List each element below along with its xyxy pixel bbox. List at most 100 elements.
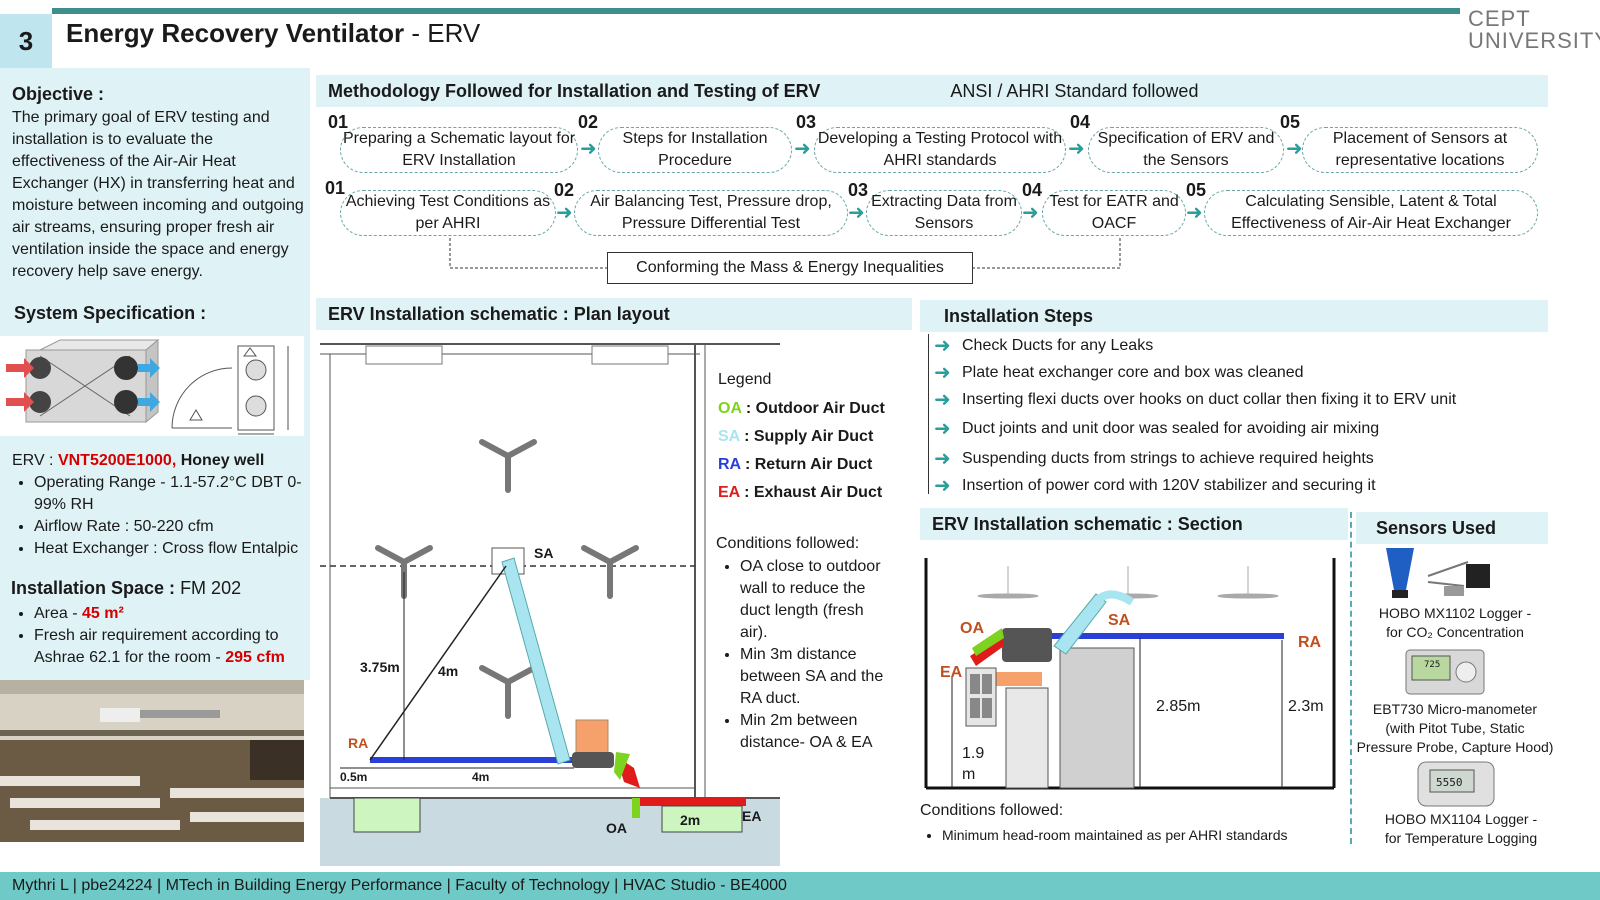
section-dim-19: 1.9 [962, 745, 985, 762]
step-number: 02 [578, 112, 599, 132]
section-number: 3 [0, 14, 52, 68]
spec-item: Operating Range - 1.1-57.2°C DBT 0-99% R… [34, 472, 326, 516]
arrow-right-icon: ➜ [1022, 202, 1039, 224]
section-drawing [924, 558, 1336, 790]
legend-sa: SA : Supply Air Duct [718, 428, 874, 445]
fresh-air-item: Fresh air requirement according to Ashra… [34, 625, 326, 669]
step-number: 05 [1186, 180, 1207, 200]
plan-dim-4m: 4m [472, 770, 490, 784]
installation-steps-header: Installation Steps [920, 300, 1548, 332]
plan-sa-label: SA [534, 545, 554, 561]
install-step: ➜Plate heat exchanger core and box was c… [934, 362, 1304, 384]
method-step-2-3: Extracting Data from Sensors [866, 190, 1022, 236]
spec-item: Heat Exchanger : Cross flow Entalpic [34, 538, 326, 560]
section-dim-285: 2.85m [1156, 698, 1201, 715]
method-step-1-5: Placement of Sensors at representative l… [1302, 127, 1538, 173]
manometer-display: 725 [1424, 660, 1441, 670]
erv-model-line: ERV : VNT5200E1000, Honey well [12, 452, 265, 469]
arrow-right-icon: ➜ [934, 418, 951, 440]
area-item: Area - 45 m² [34, 603, 326, 625]
page-title: Energy Recovery Ventilator - ERV [66, 18, 481, 48]
system-spec-title: System Specification : [14, 303, 207, 323]
plan-layout-drawing [320, 336, 780, 866]
method-step-1-4: Specification of ERV and the Sensors [1088, 127, 1284, 173]
section-ea-label: EA [940, 664, 963, 681]
section-conditions-title: Conditions followed: [920, 802, 1064, 819]
sensors-divider [1350, 512, 1352, 844]
install-step: ➜Check Ducts for any Leaks [934, 335, 1154, 357]
section-dim-23: 2.3m [1288, 698, 1324, 715]
spec-list: Operating Range - 1.1-57.2°C DBT 0-99% R… [12, 472, 326, 560]
arrow-right-icon: ➜ [934, 389, 951, 411]
plan-ea-label: EA [742, 808, 762, 824]
step-number: 03 [796, 112, 817, 132]
methodology-header: Methodology Followed for Installation an… [316, 75, 1548, 107]
step-number: 02 [554, 180, 575, 200]
plan-conditions-title: Conditions followed: [716, 535, 860, 552]
sensors-header: Sensors Used [1356, 512, 1548, 544]
method-step-1-1: Preparing a Schematic layout for ERV Ins… [340, 127, 578, 173]
sensor-caption: HOBO MX1102 Logger -for CO₂ Concentratio… [1378, 605, 1532, 640]
plan-condition-item: Min 2m between distance- OA & EA [740, 710, 890, 754]
space-list: Area - 45 m² Fresh air requirement accor… [12, 603, 326, 669]
method-step-2-4: Test for EATR and OACF [1042, 190, 1186, 236]
plan-conditions-list: OA close to outdoor wall to reduce the d… [718, 556, 890, 754]
plan-dim-2m: 2m [680, 812, 701, 828]
micromanometer-icon [1405, 649, 1485, 695]
university-logo: CEPT UNIVERSITY [1468, 6, 1600, 53]
plan-oa-label: OA [606, 820, 627, 836]
arrow-right-icon: ➜ [1068, 138, 1085, 160]
plan-dim-375: 3.75m [360, 659, 400, 675]
plan-dim-4m-diag: 4m [438, 663, 459, 679]
legend-ra: RA : Return Air Duct [718, 456, 873, 473]
section-header: ERV Installation schematic : Section [920, 508, 1348, 540]
section-condition-item: Minimum head-room maintained as per AHRI… [942, 824, 1372, 846]
arrow-right-icon: ➜ [556, 202, 573, 224]
method-step-2-1: Achieving Test Conditions as per AHRI [340, 190, 556, 236]
install-step: ➜Inserting flexi ducts over hooks on duc… [934, 389, 1457, 411]
top-accent-line [52, 8, 1460, 14]
step-number: 01 [328, 112, 349, 132]
conforming-bracket [449, 238, 1121, 269]
arrow-right-icon: ➜ [1186, 202, 1203, 224]
legend-title: Legend [718, 371, 772, 388]
method-step-2-5: Calculating Sensible, Latent & Total Eff… [1204, 190, 1538, 236]
plan-layout-header: ERV Installation schematic : Plan layout [316, 298, 912, 330]
method-step-2-2: Air Balancing Test, Pressure drop, Press… [574, 190, 848, 236]
installation-space-title: Installation Space : FM 202 [11, 578, 242, 598]
method-step-1-3: Developing a Testing Protocol with AHRI … [814, 127, 1066, 173]
section-sa-label: SA [1108, 612, 1131, 629]
method-step-1-2: Steps for Installation Procedure [598, 127, 792, 173]
spec-item: Airflow Rate : 50-220 cfm [34, 516, 326, 538]
conforming-box: Conforming the Mass & Energy Inequalitie… [607, 252, 973, 284]
objective-text: The primary goal of ERV testing and inst… [12, 109, 304, 280]
plan-dim-05: 0.5m [340, 770, 368, 784]
arrow-right-icon: ➜ [1286, 138, 1303, 160]
classroom-photo [0, 680, 304, 842]
section-dim-19-unit: m [962, 766, 976, 783]
plan-condition-item: OA close to outdoor wall to reduce the d… [740, 556, 890, 644]
arrow-right-icon: ➜ [934, 475, 951, 497]
footer-bar: Mythri L | pbe24224 | MTech in Building … [0, 872, 1600, 900]
arrow-right-icon: ➜ [934, 448, 951, 470]
plan-ra-label: RA [348, 735, 369, 751]
temperature-display: 5550 [1436, 776, 1463, 789]
section-conditions-list: Minimum head-room maintained as per AHRI… [920, 824, 1372, 846]
arrow-right-icon: ➜ [580, 138, 597, 160]
step-number: 04 [1022, 180, 1043, 200]
install-step: ➜Duct joints and unit door was sealed fo… [934, 418, 1380, 440]
arrow-right-icon: ➜ [794, 138, 811, 160]
step-number: 03 [848, 180, 869, 200]
co2-logger-icon [1386, 548, 1490, 598]
step-number: 05 [1280, 112, 1301, 132]
sensor-caption: EBT730 Micro-manometer(with Pitot Tube, … [1356, 701, 1554, 755]
arrow-right-icon: ➜ [934, 362, 951, 384]
step-number: 04 [1070, 112, 1091, 132]
install-step: ➜Insertion of power cord with 120V stabi… [934, 475, 1376, 497]
erv-unit-diagram [0, 336, 304, 436]
plan-condition-item: Min 3m distance between SA and the RA du… [740, 644, 890, 710]
arrow-right-icon: ➜ [848, 202, 865, 224]
temperature-logger-icon [1417, 761, 1495, 807]
install-step: ➜Suspending ducts from strings to achiev… [934, 448, 1374, 470]
section-ra-label: RA [1298, 634, 1322, 651]
